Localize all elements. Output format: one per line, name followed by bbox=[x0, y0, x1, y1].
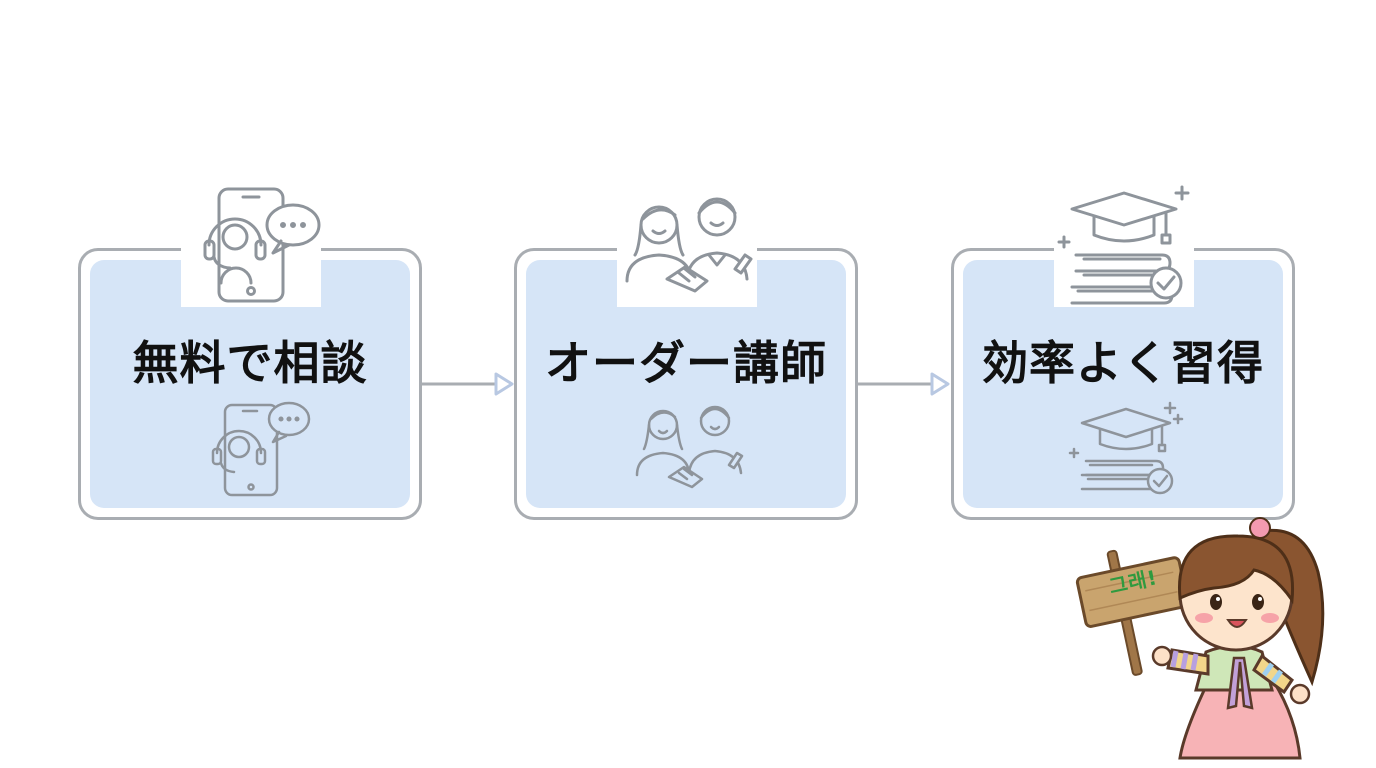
flow-arrow bbox=[858, 370, 950, 398]
handshake-people-icon bbox=[629, 399, 749, 499]
step-label: オーダー講師 bbox=[545, 336, 827, 390]
graduation-cap-books-icon bbox=[1054, 179, 1194, 307]
phone-support-chat-icon bbox=[193, 399, 313, 499]
phone-support-chat-icon bbox=[181, 179, 321, 307]
hanbok-girl-mascot-icon bbox=[1068, 502, 1334, 764]
step-label: 効率よく習得 bbox=[982, 336, 1264, 390]
graduation-cap-books-icon bbox=[1066, 399, 1186, 499]
handshake-people-icon bbox=[617, 179, 757, 307]
step-label: 無料で相談 bbox=[132, 336, 368, 390]
step-box-consult: 無料で相談 bbox=[78, 179, 422, 520]
step-box-efficient-learning: 効率よく習得 bbox=[951, 179, 1295, 520]
flow-arrow bbox=[422, 370, 514, 398]
step-box-order-teacher: オーダー講師 bbox=[514, 179, 858, 520]
